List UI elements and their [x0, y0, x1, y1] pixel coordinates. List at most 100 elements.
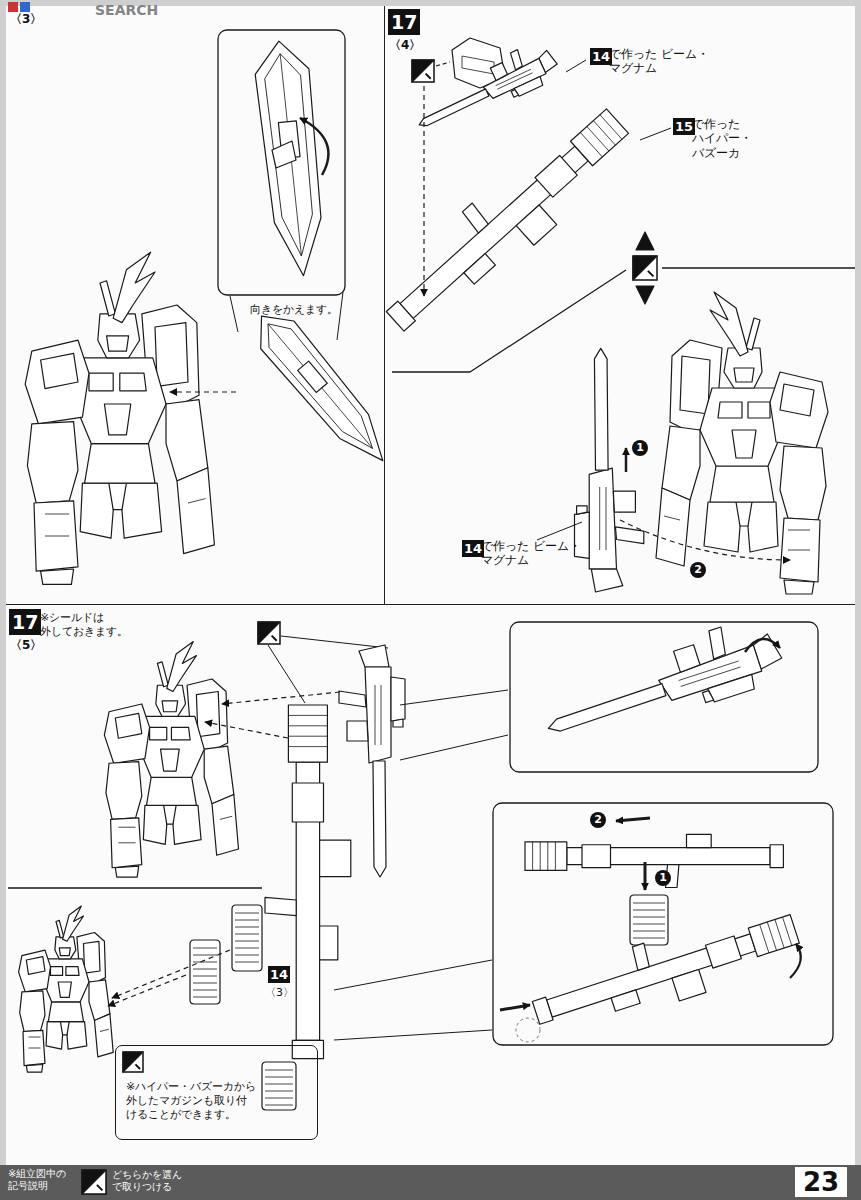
line-art [120, 373, 146, 391]
line-art [582, 845, 611, 868]
line-art [535, 155, 577, 197]
robot-figure [25, 252, 214, 584]
line-art [611, 990, 640, 1011]
line-art [262, 52, 319, 258]
line-art [412, 60, 434, 82]
line-art [164, 805, 176, 824]
order-number: 2 [590, 812, 606, 828]
line-art [205, 722, 288, 738]
line-art [177, 468, 214, 554]
line-art [41, 353, 78, 388]
note-text: ※シールドは 外しておきます。 [40, 611, 140, 639]
part-name: で作った ビーム・マグナム [609, 47, 709, 76]
callout-number: 15 [673, 118, 695, 135]
sub-step-number: 〈4〉 [389, 38, 421, 53]
watermark-logo [20, 2, 30, 12]
line-art [464, 254, 496, 285]
line-art [391, 677, 405, 721]
line-art [591, 569, 623, 592]
line-art [334, 960, 492, 990]
line-art [705, 936, 741, 968]
line-art [115, 713, 142, 738]
line-art [770, 372, 828, 448]
note-box: ※ハイパー・バズーカから 外したマガジンも取り付 けることができます。 [115, 1045, 318, 1140]
line-art [644, 862, 647, 890]
callout-number: 14 [590, 48, 612, 65]
line-art [636, 232, 654, 250]
line-art [718, 402, 742, 418]
line-art [594, 348, 608, 470]
line-art [300, 118, 328, 175]
line-art [135, 1064, 140, 1069]
hyper-bazooka [265, 705, 351, 1059]
line-art [288, 715, 327, 746]
line-art [262, 1062, 296, 1110]
line-art [674, 645, 701, 672]
line-art [265, 897, 296, 915]
line-art [748, 915, 799, 957]
beam-magnum [535, 612, 788, 753]
choice-symbol-frame [412, 60, 434, 82]
line-art [272, 636, 277, 641]
choice-symbol-frame [633, 256, 657, 280]
sub-step-number: 〈3〉 [265, 986, 294, 1000]
line-art [232, 905, 262, 971]
line-art [161, 749, 180, 771]
line-art [734, 368, 754, 382]
line-art [577, 506, 588, 514]
page-number: 23 [795, 1167, 847, 1197]
line-art [365, 667, 391, 763]
sub-step-number: 〈3〉 [10, 12, 42, 27]
line-art [436, 62, 450, 66]
line-art [100, 281, 115, 316]
line-art [745, 639, 780, 652]
line-art [648, 271, 654, 277]
line-art [525, 842, 567, 871]
line-art [417, 89, 489, 129]
line-art [104, 704, 149, 763]
hyper-bazooka [526, 897, 805, 1044]
line-art [359, 645, 389, 667]
line-art [85, 444, 155, 484]
watermark-logo [8, 2, 18, 12]
line-art [400, 735, 508, 760]
step-panel: 17〈5〉※シールドは 外しておきます。※ハイパー・バズーカから 外したマガジン… [6, 605, 855, 1165]
line-art [245, 302, 399, 474]
callout-number: 14 [268, 966, 290, 983]
line-art [656, 488, 690, 566]
line-art [193, 948, 217, 997]
line-art [222, 692, 340, 704]
magazine-part [630, 895, 668, 945]
line-art [780, 446, 826, 520]
line-art [533, 842, 556, 871]
line-art [640, 128, 671, 140]
line-art [334, 1030, 492, 1040]
line-art [400, 146, 588, 318]
line-art [157, 662, 168, 687]
line-art [60, 1022, 69, 1035]
line-art [616, 818, 650, 821]
line-art [252, 38, 330, 278]
line-art [107, 336, 129, 351]
line-art [167, 642, 197, 692]
line-art [423, 86, 424, 296]
line-art [8, 887, 262, 888]
line-art [746, 318, 760, 350]
line-art [630, 895, 668, 945]
line-art [508, 50, 525, 70]
line-art [780, 384, 814, 416]
line-art [272, 141, 296, 168]
line-art [373, 761, 386, 877]
line-art [204, 746, 234, 804]
hyper-bazooka [371, 94, 642, 348]
line-art [109, 483, 127, 509]
line-art [230, 296, 238, 332]
line-art [268, 645, 305, 703]
line-art [120, 483, 162, 538]
line-art [63, 906, 84, 941]
line-art [511, 89, 518, 97]
line-art [347, 721, 368, 741]
line-art [108, 975, 186, 1006]
line-art [89, 373, 113, 391]
line-art [104, 404, 130, 435]
